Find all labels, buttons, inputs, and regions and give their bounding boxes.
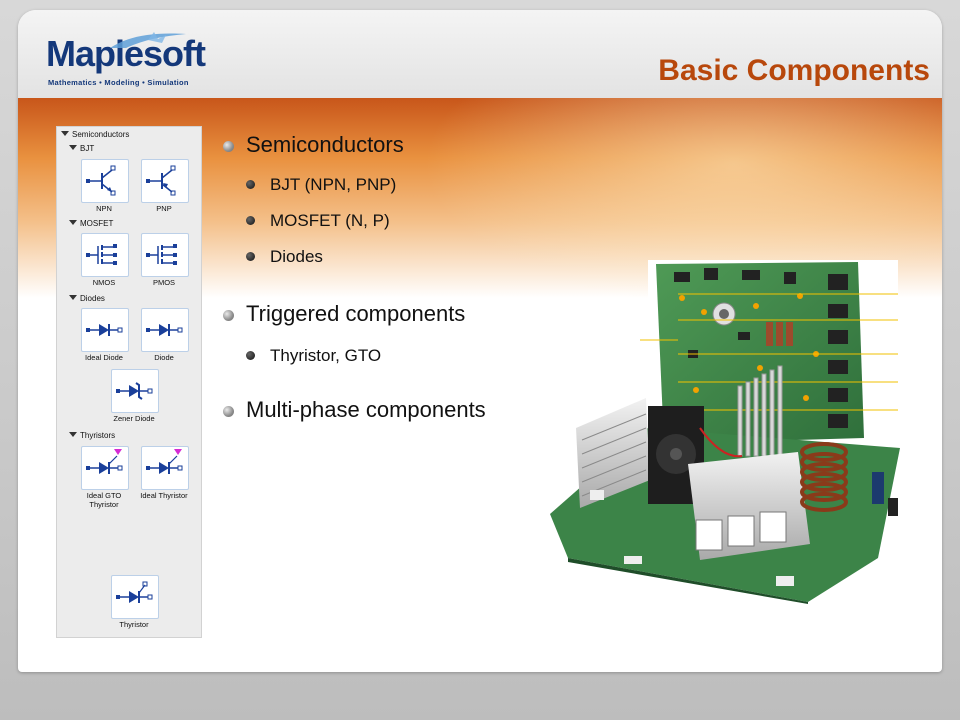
- bullet-multi-phase-components: Multi-phase components: [246, 397, 486, 422]
- maplesoft-logo: Maplesoft Mathematics • Modeling • Simul…: [46, 32, 226, 96]
- header-strip: [18, 10, 942, 98]
- bullet-triggered-components: Triggered components: [246, 301, 466, 326]
- dark-dot-bullet-icon: [246, 180, 255, 189]
- ideal-diode-label: Ideal Diode: [85, 353, 123, 362]
- triangle-down-icon: [69, 220, 77, 225]
- palette-section-semiconductors[interactable]: Semiconductors: [61, 130, 129, 139]
- sub-bullet-mosfet: MOSFET (N, P): [270, 211, 390, 230]
- nmos-transistor-icon: [86, 244, 117, 265]
- slide: Maplesoft Mathematics • Modeling • Simul…: [18, 10, 942, 672]
- npn-transistor-icon: [86, 165, 116, 196]
- pmos-label: PMOS: [152, 278, 176, 287]
- dark-dot-bullet-icon: [246, 252, 255, 261]
- palette-section-diodes[interactable]: Diodes: [69, 294, 105, 303]
- nmos-component[interactable]: [81, 233, 129, 277]
- ideal-thyristor-label: Ideal Thyristor: [140, 491, 188, 500]
- palette-section-thyristors[interactable]: Thyristors: [69, 431, 115, 440]
- power-electronics-board-image: [550, 260, 900, 604]
- thyristor-icon: [116, 581, 153, 603]
- pmos-component[interactable]: [141, 233, 189, 277]
- zener-diode-component[interactable]: [111, 369, 159, 413]
- pnp-component[interactable]: [141, 159, 189, 203]
- sub-bullet-bjt: BJT (NPN, PNP): [270, 175, 397, 194]
- zener-diode-icon: [116, 382, 153, 400]
- pnp-transistor-icon: [146, 165, 176, 196]
- diode-component[interactable]: [141, 308, 189, 352]
- thyristor-component[interactable]: [111, 575, 159, 619]
- sub-bullet-thyristor-gto: Thyristor, GTO: [270, 346, 382, 365]
- thyristor-icon: [146, 449, 183, 474]
- zener-diode-label: Zener Diode: [113, 414, 155, 423]
- dark-dot-bullet-icon: [246, 216, 255, 225]
- diode-label: Diode: [154, 353, 174, 362]
- palette-section-mosfet[interactable]: MOSFET: [69, 219, 113, 228]
- bullet-semiconductors: Semiconductors: [246, 132, 404, 157]
- triangle-down-icon: [69, 145, 77, 150]
- triangle-down-icon: [69, 432, 77, 437]
- triangle-down-icon: [61, 131, 69, 136]
- ideal-thyristor-component[interactable]: [141, 446, 189, 490]
- gray-sphere-bullet-icon: [223, 406, 234, 417]
- logo-tagline: Mathematics • Modeling • Simulation: [48, 78, 189, 87]
- dark-dot-bullet-icon: [246, 351, 255, 360]
- nmos-label: NMOS: [92, 278, 116, 287]
- ideal-gto-thyristor-label: Ideal GTO Thyristor: [86, 491, 122, 509]
- pnp-label: PNP: [156, 204, 172, 213]
- gray-sphere-bullet-icon: [223, 141, 234, 152]
- component-palette: Semiconductors BJT NPN: [56, 126, 202, 638]
- sub-bullet-diodes: Diodes: [270, 247, 323, 266]
- ideal-diode-icon: [86, 324, 123, 336]
- ideal-gto-thyristor-component[interactable]: [81, 446, 129, 490]
- diode-icon: [146, 324, 183, 336]
- palette-section-bjt[interactable]: BJT: [69, 144, 94, 153]
- gray-sphere-bullet-icon: [223, 310, 234, 321]
- ideal-diode-component[interactable]: [81, 308, 129, 352]
- pmos-transistor-icon: [146, 244, 177, 265]
- triangle-down-icon: [69, 295, 77, 300]
- npn-label: NPN: [96, 204, 112, 213]
- npn-component[interactable]: [81, 159, 129, 203]
- maple-leaf-swoosh-icon: [110, 32, 186, 48]
- thyristor-label: Thyristor: [119, 620, 149, 629]
- gto-thyristor-icon: [86, 449, 123, 474]
- page-title: Basic Components: [658, 54, 930, 87]
